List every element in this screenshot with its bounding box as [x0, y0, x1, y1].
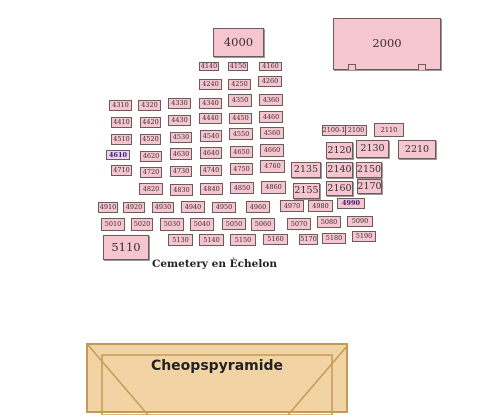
- tomb-4630: 4630: [170, 148, 192, 160]
- tomb-5170: 5170: [299, 234, 318, 245]
- tomb-2000-notch: [348, 64, 356, 70]
- tomb-4420: 4420: [140, 117, 161, 128]
- tomb-5180: 5180: [322, 233, 346, 244]
- tomb-2100-1: 2100-1: [322, 125, 346, 136]
- tomb-4320: 4320: [138, 100, 161, 111]
- tomb-2140: 2140: [326, 162, 353, 178]
- tomb-4460: 4460: [259, 111, 283, 123]
- tomb-4000: 4000: [213, 28, 264, 57]
- tomb-5160: 5160: [263, 234, 288, 245]
- tomb-4820: 4820: [139, 183, 163, 195]
- tomb-4510: 4510: [111, 134, 132, 145]
- tomb-5030: 5030: [160, 218, 184, 231]
- tomb-4990: 4990: [337, 198, 365, 209]
- tomb-5090: 5090: [347, 216, 373, 227]
- tomb-2155: 2155: [293, 183, 320, 199]
- tomb-4250: 4250: [228, 79, 251, 90]
- tomb-4350: 4350: [228, 94, 252, 107]
- tomb-4240: 4240: [199, 79, 222, 90]
- tomb-4620: 4620: [140, 151, 162, 162]
- cheops-pyramid: Cheopspyramide: [86, 343, 349, 415]
- tomb-4520: 4520: [140, 134, 161, 145]
- tomb-2210: 2210: [398, 140, 436, 159]
- tomb-5020: 5020: [131, 218, 153, 231]
- tomb-4840: 4840: [200, 183, 223, 195]
- pyramid-label: Cheopspyramide: [150, 358, 284, 374]
- tomb-4160: 4160: [259, 62, 282, 71]
- map-caption: Cemetery en Èchelon: [152, 258, 277, 270]
- tomb-4730: 4730: [170, 166, 192, 177]
- tomb-2000: 2000: [333, 18, 441, 70]
- tomb-4910: 4910: [98, 202, 118, 213]
- tomb-4660: 4660: [260, 144, 284, 157]
- tomb-4850: 4850: [230, 182, 254, 194]
- tomb-5010: 5010: [101, 218, 125, 231]
- tomb-4940: 4940: [181, 201, 205, 213]
- tomb-4950: 4950: [212, 202, 236, 213]
- tomb-4750: 4750: [230, 163, 253, 175]
- tomb-5070: 5070: [287, 218, 311, 230]
- tomb-4340: 4340: [199, 98, 222, 109]
- tomb-4150: 4150: [228, 62, 248, 71]
- tomb-2170: 2170: [357, 179, 382, 194]
- tomb-4610: 4610: [106, 150, 130, 160]
- tomb-4640: 4640: [200, 147, 222, 159]
- tomb-2135: 2135: [291, 162, 321, 178]
- tomb-4860: 4860: [261, 181, 286, 194]
- tomb-4550: 4550: [229, 128, 253, 140]
- tomb-5110: 5110: [103, 235, 149, 260]
- tomb-4430: 4430: [168, 115, 191, 126]
- tomb-2110: 2110: [374, 123, 404, 137]
- tomb-4920: 4920: [123, 202, 145, 213]
- tomb-4650: 4650: [230, 146, 253, 158]
- tomb-4260: 4260: [258, 76, 282, 87]
- tomb-4450: 4450: [229, 113, 252, 124]
- pyramid-outline: [88, 345, 349, 415]
- tomb-5130: 5130: [168, 234, 193, 246]
- tomb-5060: 5060: [251, 218, 275, 231]
- tomb-2160: 2160: [326, 181, 353, 196]
- tomb-4930: 4930: [152, 202, 174, 213]
- tomb-4740: 4740: [200, 165, 222, 176]
- tomb-2120: 2120: [326, 142, 353, 159]
- tomb-4440: 4440: [199, 113, 222, 124]
- tomb-4330: 4330: [168, 98, 191, 109]
- tomb-4140: 4140: [199, 62, 219, 71]
- tomb-2100: 2100: [345, 125, 367, 136]
- tomb-5150: 5150: [230, 234, 256, 246]
- tomb-5040: 5040: [190, 218, 214, 231]
- tomb-5140: 5140: [199, 234, 224, 246]
- tomb-4830: 4830: [170, 184, 193, 196]
- tomb-4360: 4360: [259, 94, 283, 106]
- tomb-4980: 4980: [308, 200, 333, 212]
- tomb-5080: 5080: [317, 216, 341, 228]
- tomb-2150: 2150: [356, 162, 382, 178]
- tomb-4960: 4960: [246, 201, 270, 213]
- tomb-4760: 4760: [260, 160, 285, 173]
- tomb-4560: 4560: [260, 127, 284, 139]
- tomb-4540: 4540: [200, 130, 222, 142]
- tomb-4310: 4310: [109, 100, 132, 111]
- tomb-4710: 4710: [111, 165, 132, 176]
- tomb-2130: 2130: [356, 140, 389, 158]
- cemetery-map: 4000 2000 4140 4150 4160 4240 4250 4260 …: [86, 18, 441, 415]
- tomb-2000-notch: [418, 64, 426, 70]
- tomb-4410: 4410: [111, 117, 132, 128]
- tomb-4530: 4530: [170, 132, 192, 143]
- tomb-5050: 5050: [222, 218, 246, 230]
- tomb-4970: 4970: [280, 200, 304, 212]
- tomb-5190: 5190: [352, 231, 376, 242]
- tomb-4720: 4720: [140, 167, 162, 178]
